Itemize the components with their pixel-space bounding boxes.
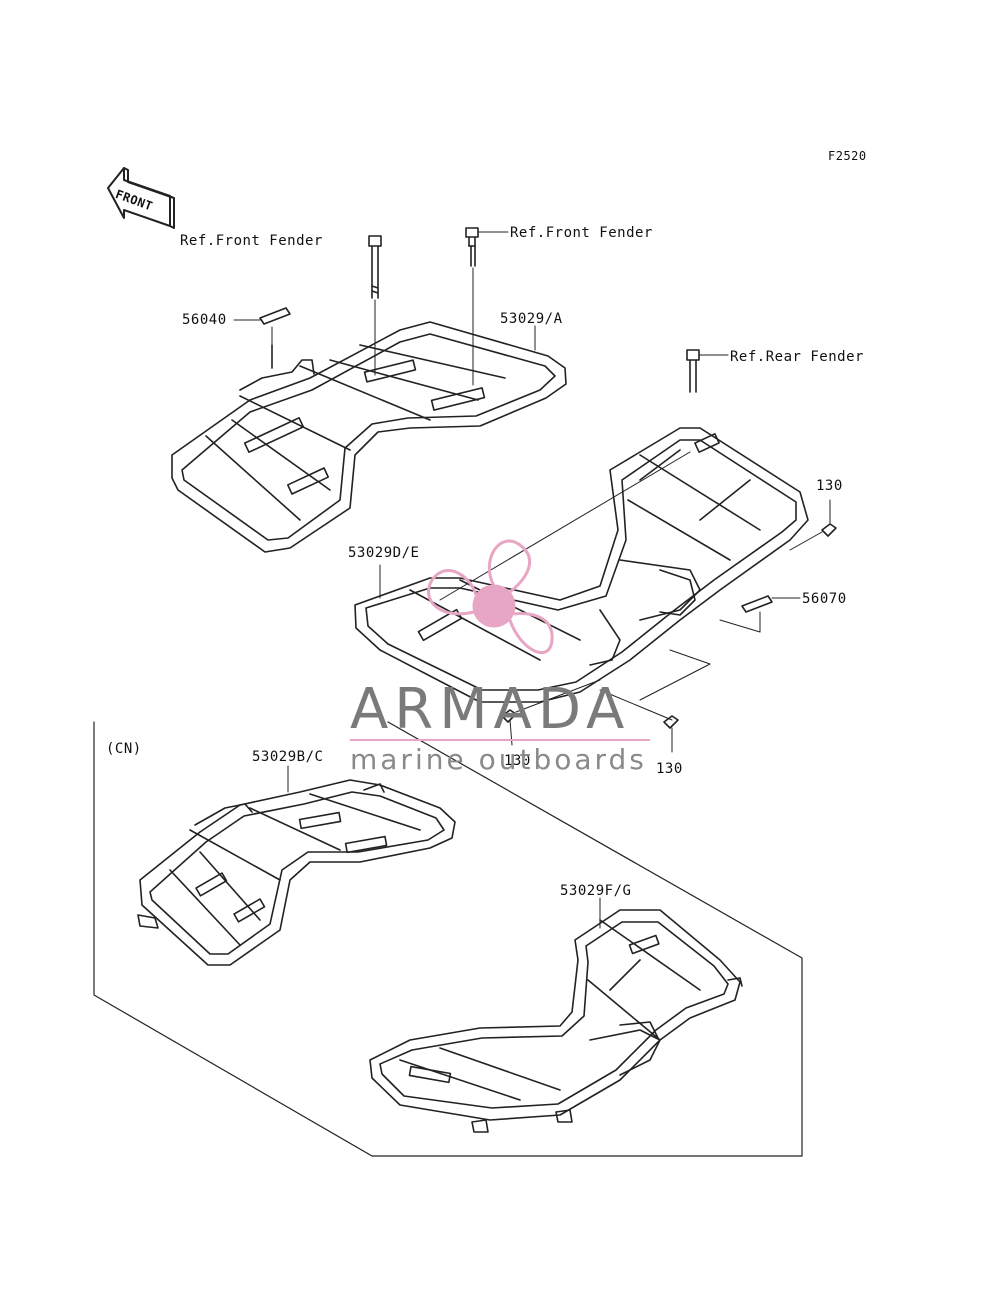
cn-group-border [93,721,803,1157]
bolt-left [368,235,382,376]
label-part-56070: 56070 [802,591,847,607]
cn-front-carrier-bc [137,779,456,966]
cn-rear-carrier-fg [369,909,743,1133]
label-ref-rear-fender: Ref.Rear Fender [730,349,864,365]
watermark-subtitle: marine outboards [350,743,647,776]
bolt-130-bottom-right [663,715,679,753]
label-ref-front-fender-right: Ref.Front Fender [510,225,653,241]
bolt-middle [465,227,509,386]
label-part-53029-bc: 53029B/C [252,749,324,765]
bolt-rear [686,349,729,393]
bolt-130-right [789,499,837,551]
pad-56040 [233,307,291,325]
diagram-code: F2520 [828,149,867,163]
label-part-53029-de: 53029D/E [348,545,420,561]
rear-carrier-de [354,427,809,721]
label-part-130-bottom-right: 130 [656,761,683,777]
pad-56070 [741,595,801,613]
propeller-logo-icon [427,539,554,654]
label-ref-front-fender-left: Ref.Front Fender [180,233,323,249]
label-part-53029-fg: 53029F/G [560,883,632,899]
label-part-130-bottom-left: 130 [504,753,531,769]
label-part-130-right: 130 [816,478,843,494]
watermark-title: ARMADA [350,677,631,742]
label-part-56040: 56040 [182,312,227,328]
front-arrow-icon [107,167,175,229]
label-cn-group: (CN) [106,741,142,757]
front-carrier-a [171,321,567,553]
label-part-53029-a: 53029/A [500,311,563,327]
